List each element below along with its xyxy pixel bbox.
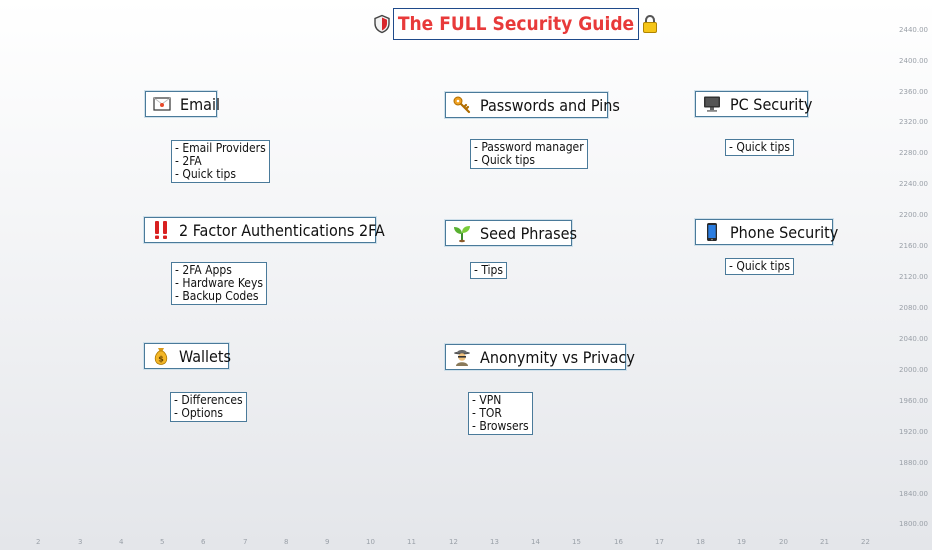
section-seed-phrases[interactable]: Seed Phrases	[445, 220, 577, 246]
section-phone-label: Phone Security	[730, 222, 839, 242]
time-tick: 15	[572, 538, 581, 546]
envelope-icon	[152, 94, 172, 114]
price-tick: 1880.00	[899, 459, 928, 467]
time-axis: 2 3 4 5 6 7 8 9 10 11 12 13 14 15 16 17 …	[0, 536, 932, 550]
section-anonymity[interactable]: Anonymity vs Privacy	[445, 344, 635, 370]
time-tick: 22	[861, 538, 870, 546]
list-item: - Password manager	[474, 140, 584, 154]
section-2fa[interactable]: 2 Factor Authentications 2FA	[144, 217, 385, 243]
price-tick: 2160.00	[899, 242, 928, 250]
list-item: - Quick tips	[175, 167, 236, 181]
wallets-topics[interactable]: - Differences - Options	[170, 392, 247, 422]
time-tick: 5	[160, 538, 165, 546]
price-tick: 2320.00	[899, 118, 928, 126]
seed-topics[interactable]: - Tips	[470, 262, 508, 279]
phone-topics[interactable]: - Quick tips	[725, 258, 794, 275]
section-2fa-label: 2 Factor Authentications 2FA	[179, 220, 385, 240]
time-tick: 9	[325, 538, 330, 546]
list-item: - Browsers	[472, 419, 529, 433]
list-item: - Options	[174, 406, 223, 420]
time-tick: 7	[243, 538, 248, 546]
price-tick: 2280.00	[899, 149, 928, 157]
price-tick: 2120.00	[899, 273, 928, 281]
seedling-icon	[452, 223, 472, 243]
time-tick: 2	[36, 538, 41, 546]
list-item: - Differences	[174, 393, 243, 407]
list-item: - Quick tips	[729, 140, 790, 154]
time-tick: 4	[119, 538, 124, 546]
money-bag-icon: $	[151, 346, 171, 366]
mobile-phone-icon	[702, 222, 722, 242]
price-tick: 2200.00	[899, 211, 928, 219]
time-tick: 6	[201, 538, 206, 546]
list-item: - Email Providers	[175, 141, 266, 155]
price-tick: 2440.00	[899, 26, 928, 34]
list-item: - Backup Codes	[175, 289, 259, 303]
list-item: - Quick tips	[474, 153, 535, 167]
section-seed-label: Seed Phrases	[480, 223, 577, 243]
section-wallets-label: Wallets	[179, 346, 232, 366]
page-title: The FULL Security Guide	[397, 13, 635, 35]
section-email[interactable]: Email	[145, 91, 220, 117]
price-tick: 2240.00	[899, 180, 928, 188]
time-tick: 13	[490, 538, 499, 546]
price-tick: 2040.00	[899, 335, 928, 343]
key-icon	[452, 95, 472, 115]
guide-title-box[interactable]: The FULL Security Guide	[374, 8, 658, 40]
price-tick: 2000.00	[899, 366, 928, 374]
price-tick: 2360.00	[899, 88, 928, 96]
section-phone-security[interactable]: Phone Security	[695, 219, 838, 245]
time-tick: 16	[614, 538, 623, 546]
2fa-topics[interactable]: - 2FA Apps - Hardware Keys - Backup Code…	[171, 262, 267, 305]
price-tick: 1960.00	[899, 397, 928, 405]
time-tick: 18	[696, 538, 705, 546]
time-tick: 3	[78, 538, 83, 546]
section-wallets[interactable]: $ Wallets	[144, 343, 232, 369]
list-item: - Hardware Keys	[175, 276, 263, 290]
time-tick: 11	[407, 538, 416, 546]
list-item: - VPN	[472, 393, 502, 407]
time-tick: 12	[449, 538, 458, 546]
section-passwords[interactable]: Passwords and Pins	[445, 92, 620, 118]
computer-icon	[702, 94, 722, 114]
shield-icon	[372, 14, 392, 34]
time-tick: 8	[284, 538, 289, 546]
time-tick: 10	[366, 538, 375, 546]
list-item: - Quick tips	[729, 259, 790, 273]
section-anonymity-label: Anonymity vs Privacy	[480, 347, 635, 367]
list-item: - 2FA Apps	[175, 263, 232, 277]
section-pc-label: PC Security	[730, 94, 813, 114]
svg-text:$: $	[158, 355, 164, 364]
list-item: - Tips	[474, 263, 504, 277]
double-exclamation-icon	[151, 220, 171, 240]
price-tick: 2400.00	[899, 57, 928, 65]
time-tick: 14	[531, 538, 540, 546]
detective-icon	[452, 347, 472, 367]
section-email-label: Email	[180, 94, 220, 114]
time-tick: 19	[737, 538, 746, 546]
section-pc-security[interactable]: PC Security	[695, 91, 812, 117]
price-axis: 2440.00 2400.00 2360.00 2320.00 2280.00 …	[886, 0, 932, 550]
list-item: - TOR	[472, 406, 502, 420]
pc-topics[interactable]: - Quick tips	[725, 139, 794, 156]
section-passwords-label: Passwords and Pins	[480, 95, 620, 115]
price-tick: 2080.00	[899, 304, 928, 312]
lock-icon	[640, 14, 660, 34]
price-tick: 1920.00	[899, 428, 928, 436]
price-tick: 1840.00	[899, 490, 928, 498]
anonymity-topics[interactable]: - VPN - TOR - Browsers	[468, 392, 533, 435]
email-topics[interactable]: - Email Providers - 2FA - Quick tips	[171, 140, 270, 183]
list-item: - 2FA	[175, 154, 202, 168]
time-tick: 21	[820, 538, 829, 546]
time-tick: 17	[655, 538, 664, 546]
passwords-topics[interactable]: - Password manager - Quick tips	[470, 139, 588, 169]
time-tick: 20	[779, 538, 788, 546]
price-tick: 1800.00	[899, 520, 928, 528]
